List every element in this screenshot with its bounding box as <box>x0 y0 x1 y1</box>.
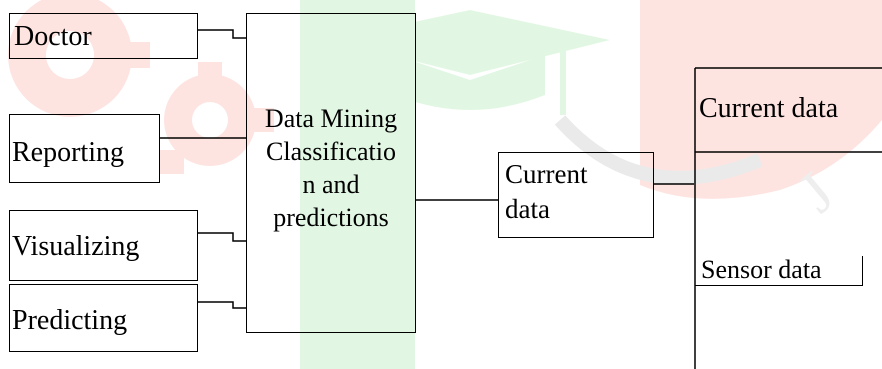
mining-line-2: Classificatio <box>266 137 396 166</box>
predicting-label: Predicting <box>12 305 128 336</box>
mining-line-3: n and <box>302 170 360 199</box>
mining-line-4: predictions <box>273 203 389 232</box>
visualizing-label: Visualizing <box>12 231 140 262</box>
connector-visualizing <box>198 232 246 242</box>
sensor-data-label: Sensor data <box>701 255 822 284</box>
current-data-line-2: data <box>505 194 550 224</box>
data-mining-box: Data Mining Classificatio n and predicti… <box>246 13 416 333</box>
current-data-box: Current data <box>498 152 654 238</box>
visualizing-box: Visualizing <box>9 210 198 281</box>
predicting-box: Predicting <box>9 284 198 352</box>
reporting-label: Reporting <box>12 137 124 168</box>
doctor-box: Doctor <box>9 13 198 59</box>
connector-doctor <box>198 29 246 39</box>
current-data-line-1: Current <box>505 159 588 189</box>
doctor-label: Doctor <box>14 21 92 52</box>
reporting-box: Reporting <box>9 114 160 183</box>
right-panel-current-data-label: Current data <box>699 93 839 124</box>
mining-line-1: Data Mining <box>264 104 398 133</box>
sensor-data-box: Sensor data <box>695 255 863 286</box>
connector-predicting <box>198 301 246 309</box>
